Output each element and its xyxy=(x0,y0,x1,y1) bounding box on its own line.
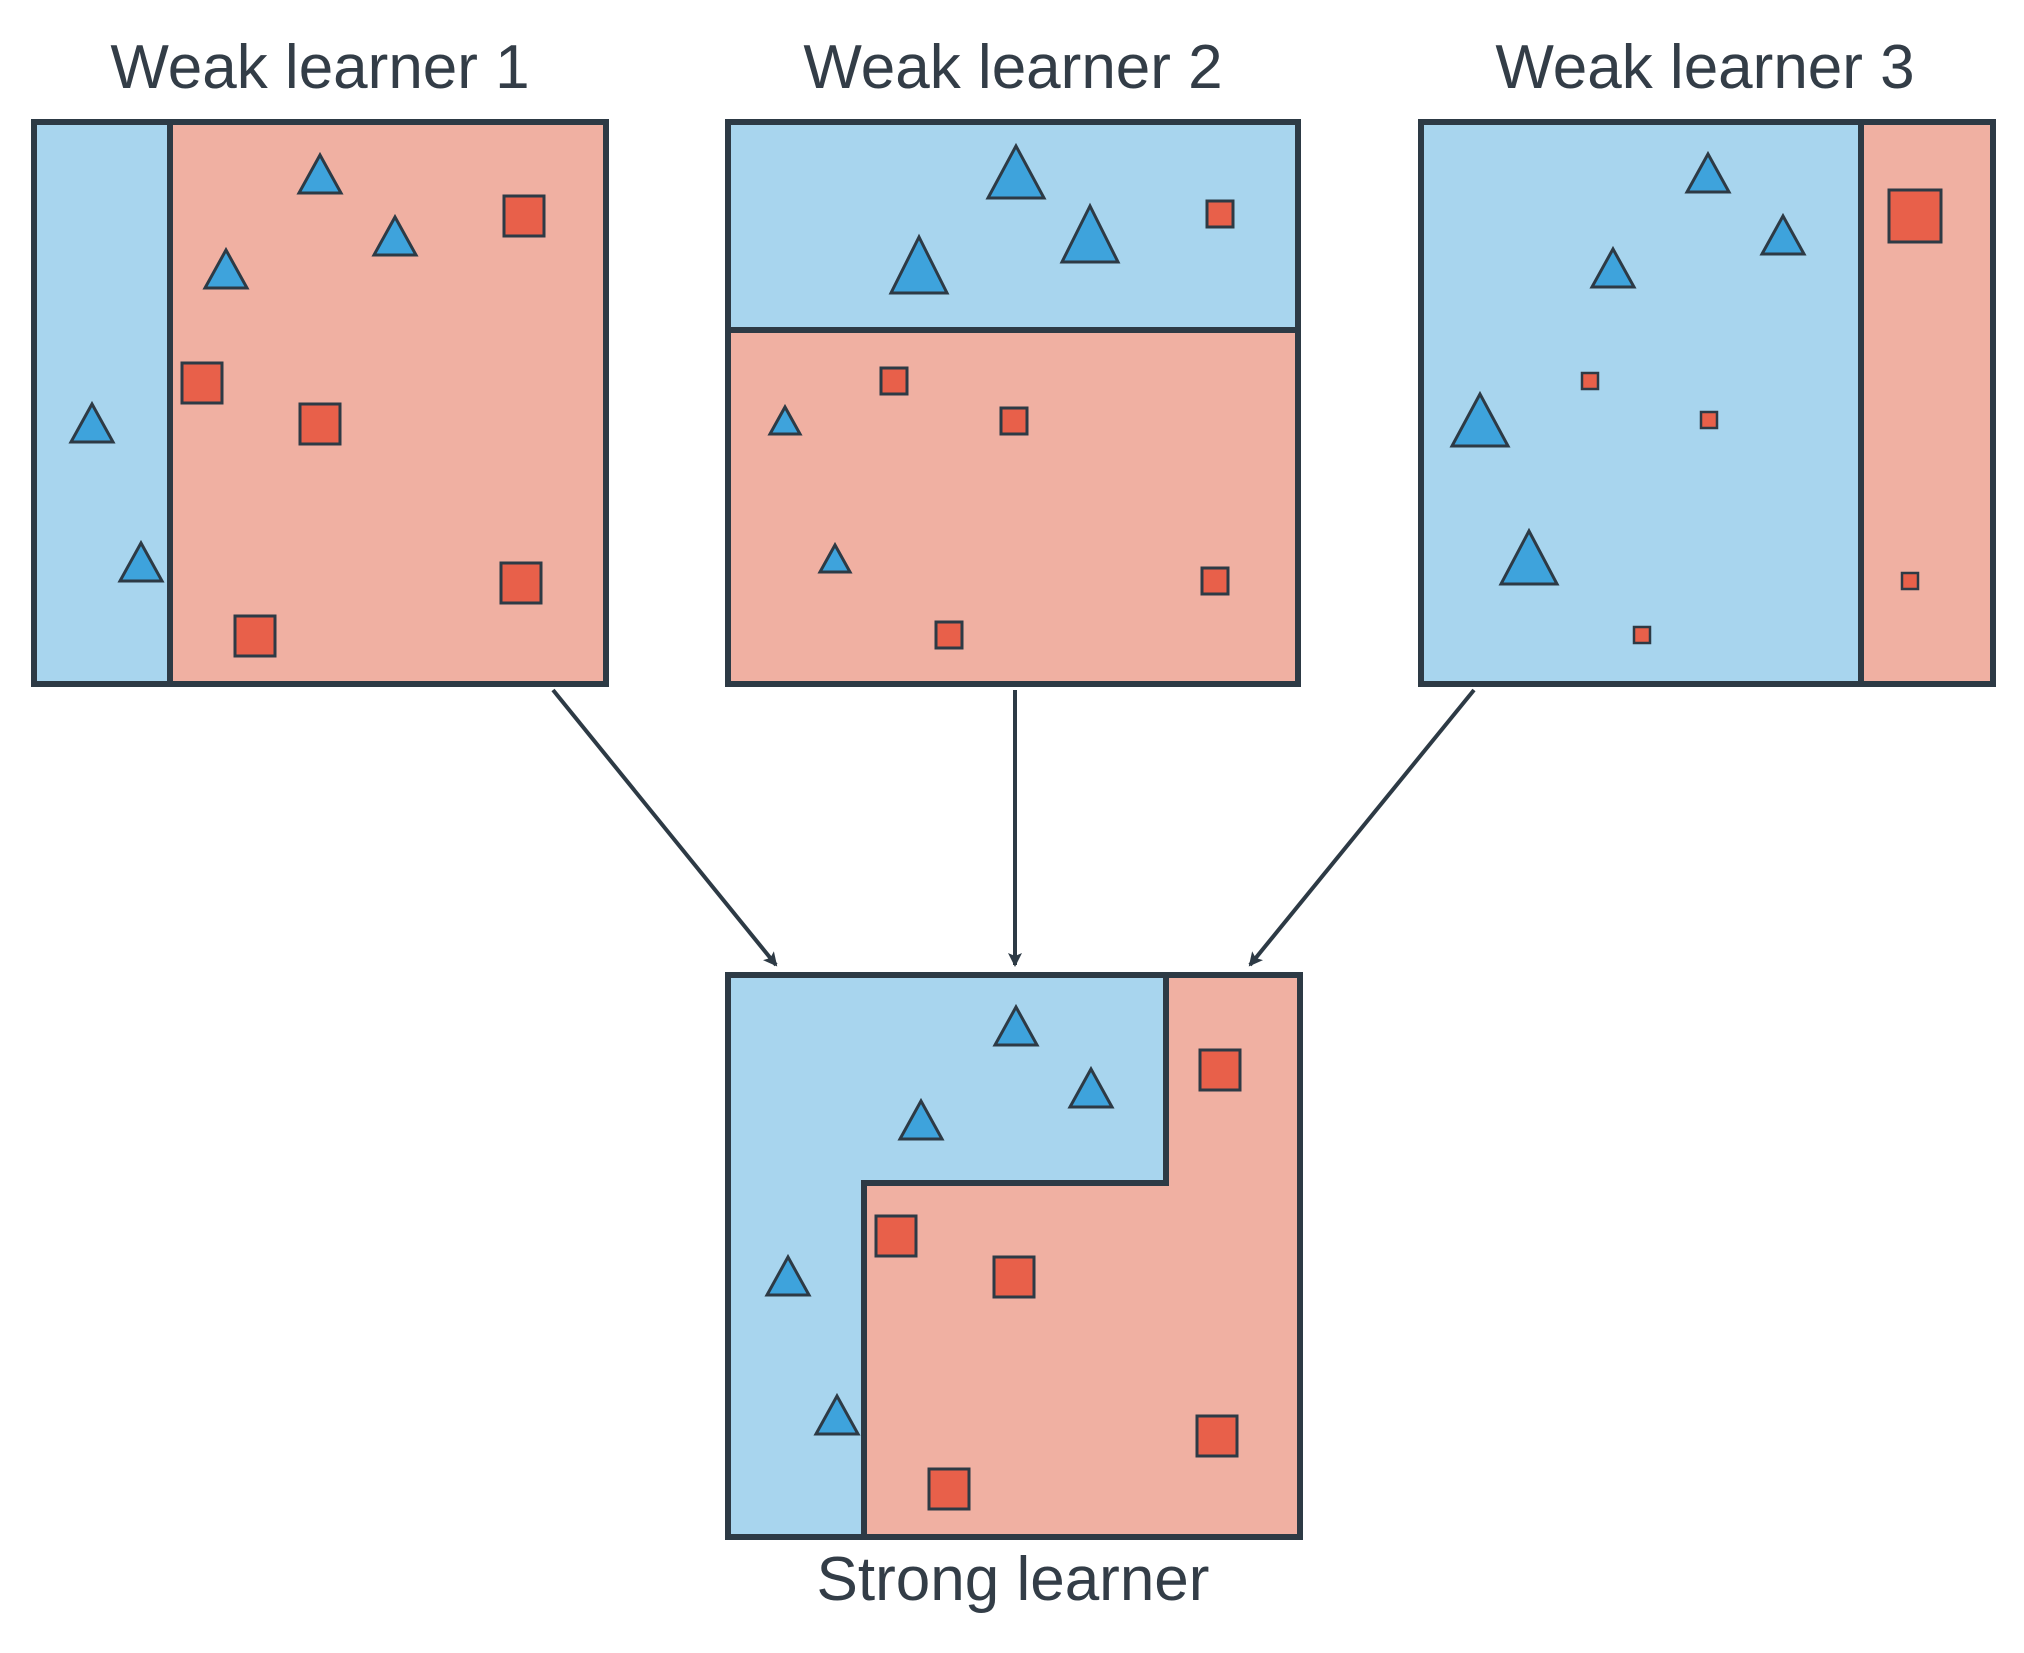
square-marker xyxy=(1632,625,1652,645)
triangle-marker xyxy=(1684,150,1732,194)
square-marker xyxy=(1699,410,1719,430)
weak-learner-1-panel xyxy=(31,119,609,687)
square-marker xyxy=(298,402,342,446)
square-marker xyxy=(1887,188,1943,244)
triangle-marker xyxy=(888,233,950,295)
square-marker xyxy=(502,194,546,238)
arrow-weak1-to-strong xyxy=(551,688,778,967)
square-marker xyxy=(1205,199,1235,229)
square-marker xyxy=(874,1214,918,1258)
square-marker xyxy=(1195,1414,1239,1458)
weak-learner-3-blue-region xyxy=(1421,122,1861,684)
triangle-marker xyxy=(817,541,853,574)
triangle-marker xyxy=(296,151,344,195)
weak-learner-1-frame xyxy=(31,119,609,687)
triangle-marker xyxy=(813,1392,861,1436)
square-marker xyxy=(879,366,909,396)
weak-learner-3-frame xyxy=(1418,119,1996,687)
strong-learner-title: Strong learner xyxy=(817,1545,1210,1614)
square-marker xyxy=(1200,566,1230,596)
weak-learner-3-title: Weak learner 3 xyxy=(1495,33,1914,102)
square-marker xyxy=(1198,1048,1242,1092)
triangle-marker xyxy=(1759,212,1807,256)
triangle-marker xyxy=(764,1253,812,1297)
weak-learner-3-panel xyxy=(1418,119,1996,687)
weak-learner-2-frame xyxy=(725,119,1301,687)
triangle-marker xyxy=(1589,245,1637,289)
strong-learner-panel xyxy=(725,972,1303,1540)
square-marker xyxy=(180,361,224,405)
square-marker xyxy=(999,406,1029,436)
square-marker xyxy=(927,1467,971,1511)
arrow-weak3-to-strong xyxy=(1248,688,1476,967)
square-marker xyxy=(1580,371,1600,391)
triangle-marker xyxy=(68,400,116,444)
triangle-marker xyxy=(767,403,803,436)
weak-learner-2-red-region xyxy=(728,330,1298,684)
weak-learner-1-blue-region xyxy=(34,122,170,684)
weak-learner-2-title: Weak learner 2 xyxy=(803,33,1222,102)
triangle-marker xyxy=(897,1097,945,1141)
square-marker xyxy=(1900,571,1920,591)
triangle-marker xyxy=(1059,202,1121,264)
triangle-marker xyxy=(202,246,250,290)
triangle-marker xyxy=(1067,1065,1115,1109)
triangle-marker xyxy=(992,1003,1040,1047)
triangle-marker xyxy=(117,539,165,583)
square-marker xyxy=(992,1255,1036,1299)
strong-learner-boundary xyxy=(861,975,1169,1537)
triangle-marker xyxy=(985,142,1047,200)
triangle-marker xyxy=(1449,390,1511,448)
square-marker xyxy=(499,561,543,605)
triangle-marker xyxy=(371,213,419,257)
square-marker xyxy=(934,620,964,650)
weak-learner-2-panel xyxy=(725,119,1301,687)
strong-learner-frame xyxy=(725,972,1303,1540)
triangle-marker xyxy=(1498,527,1560,586)
square-marker xyxy=(233,614,277,658)
weak-learner-1-title: Weak learner 1 xyxy=(110,33,529,102)
